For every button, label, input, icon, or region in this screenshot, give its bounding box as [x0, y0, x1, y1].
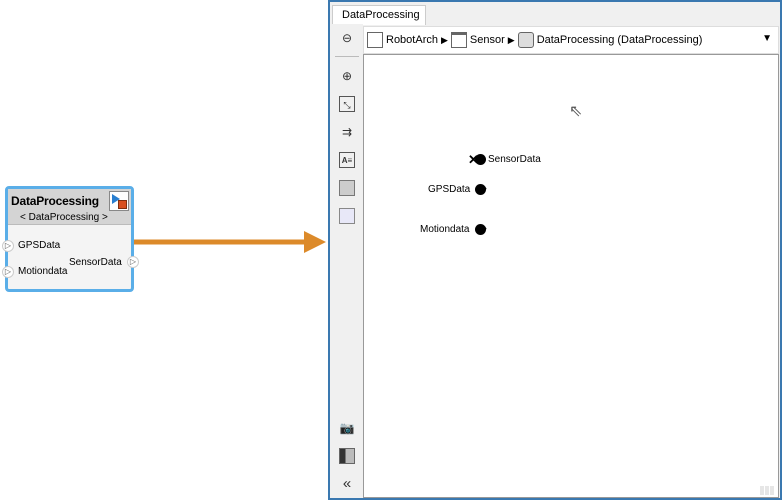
editor-window: DataProcessing ⊖ ⊕ ⤡ ⇉ A≡ 📷 « RobotArch …	[328, 0, 782, 500]
arrow-icon	[134, 231, 326, 253]
out-port-x-icon: ✕	[468, 152, 479, 167]
breadcrumb-dataprocessing[interactable]: DataProcessing (DataProcessing)	[536, 34, 703, 46]
block-subtitle: < DataProcessing >	[20, 212, 108, 223]
zoom-in-icon[interactable]: ⊕	[341, 69, 353, 83]
breadcrumb: RobotArch ▶ Sensor ▶ DataProcessing (Dat…	[363, 26, 779, 54]
block-header: DataProcessing < DataProcessing >	[8, 189, 131, 225]
chevron-icon: ›	[483, 181, 487, 195]
model-browser-icon[interactable]	[339, 448, 355, 464]
breadcrumb-sensor[interactable]: Sensor	[469, 34, 505, 46]
reference-model-icon	[517, 32, 534, 48]
left-toolbar: ⊖ ⊕ ⤡ ⇉ A≡ 📷 «	[331, 24, 363, 498]
divider	[335, 56, 359, 57]
canvas[interactable]: ⇖ ✕ SensorData GPSData › Motiondata ›	[363, 54, 779, 498]
inport-label: Motiondata	[420, 224, 470, 235]
reference-model-icon	[109, 191, 129, 211]
port-in-icon[interactable]: ▷	[2, 240, 14, 252]
inport-label: GPSData	[428, 184, 471, 195]
block-title: DataProcessing	[11, 194, 99, 208]
fit-view-icon[interactable]: ⤡	[339, 96, 355, 112]
area-icon[interactable]	[339, 208, 355, 224]
signal-routing-icon[interactable]: ⇉	[341, 125, 353, 139]
cursor-icon: ⇖	[569, 103, 583, 120]
port-out-icon[interactable]: ▷	[127, 256, 139, 268]
back-icon[interactable]: ⊖	[341, 31, 353, 45]
collapse-icon[interactable]: «	[342, 475, 352, 492]
image-icon[interactable]	[339, 180, 355, 196]
outport-label: SensorData	[488, 154, 541, 165]
component-block[interactable]: DataProcessing < DataProcessing > ▷ GPSD…	[2, 186, 139, 292]
architecture-icon	[367, 32, 383, 48]
resize-grip-icon[interactable]	[760, 486, 774, 495]
input-port-label: GPSData	[18, 240, 61, 251]
input-port-label: Motiondata	[18, 266, 68, 277]
chevron-icon: ›	[483, 221, 487, 235]
chevron-right-icon: ▶	[507, 34, 515, 45]
output-port-label: SensorData	[69, 257, 122, 268]
outport-icon[interactable]	[475, 154, 486, 165]
tab-dataprocessing[interactable]: DataProcessing	[332, 5, 426, 25]
inport-icon[interactable]	[475, 184, 486, 195]
screenshot-icon[interactable]: 📷	[339, 421, 355, 435]
component-icon	[450, 32, 467, 48]
annotation-icon[interactable]: A≡	[339, 152, 355, 168]
inport-icon[interactable]	[475, 224, 486, 235]
port-in-icon[interactable]: ▷	[2, 266, 14, 278]
breadcrumb-robotarch[interactable]: RobotArch	[386, 34, 438, 46]
dropdown-icon[interactable]: ▼	[762, 33, 772, 44]
chevron-right-icon: ▶	[440, 34, 448, 45]
